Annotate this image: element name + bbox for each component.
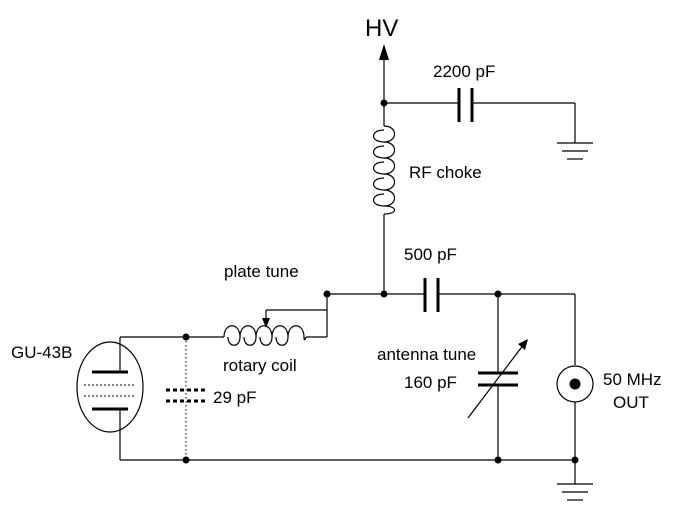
antenna-tune-label: antenna tune	[377, 345, 476, 364]
rf-choke-label: RF choke	[409, 163, 482, 182]
gu43b-tube	[76, 336, 186, 460]
plate-tune-label: plate tune	[224, 262, 299, 281]
coupling-capacitor-label: 500 pF	[404, 245, 457, 264]
rotary-coil-wiper	[262, 309, 327, 328]
bypass-capacitor-label: 2200 pF	[433, 62, 495, 81]
tube-label: GU-43B	[11, 343, 72, 362]
rotary-coil	[186, 294, 328, 346]
hv-arrow	[379, 44, 389, 103]
coupling-capacitor	[384, 278, 575, 312]
antenna-tune-capacitor	[467, 294, 528, 460]
ground-symbol-top	[557, 142, 593, 160]
antenna-tune-capacitor-label: 160 pF	[404, 373, 457, 392]
output-label: OUT	[613, 393, 649, 412]
ground-symbol-bottom	[557, 460, 593, 501]
hv-label: HV	[365, 15, 398, 42]
rf-choke	[372, 103, 396, 294]
output-connector	[556, 294, 594, 460]
rotary-coil-label: rotary coil	[223, 356, 297, 375]
bypass-capacitor	[384, 88, 576, 143]
ground-junction-left	[182, 456, 190, 464]
output-frequency-label: 50 MHz	[603, 370, 662, 389]
stray-capacitor	[166, 337, 206, 460]
stray-capacitor-label: 29 pF	[213, 388, 256, 407]
